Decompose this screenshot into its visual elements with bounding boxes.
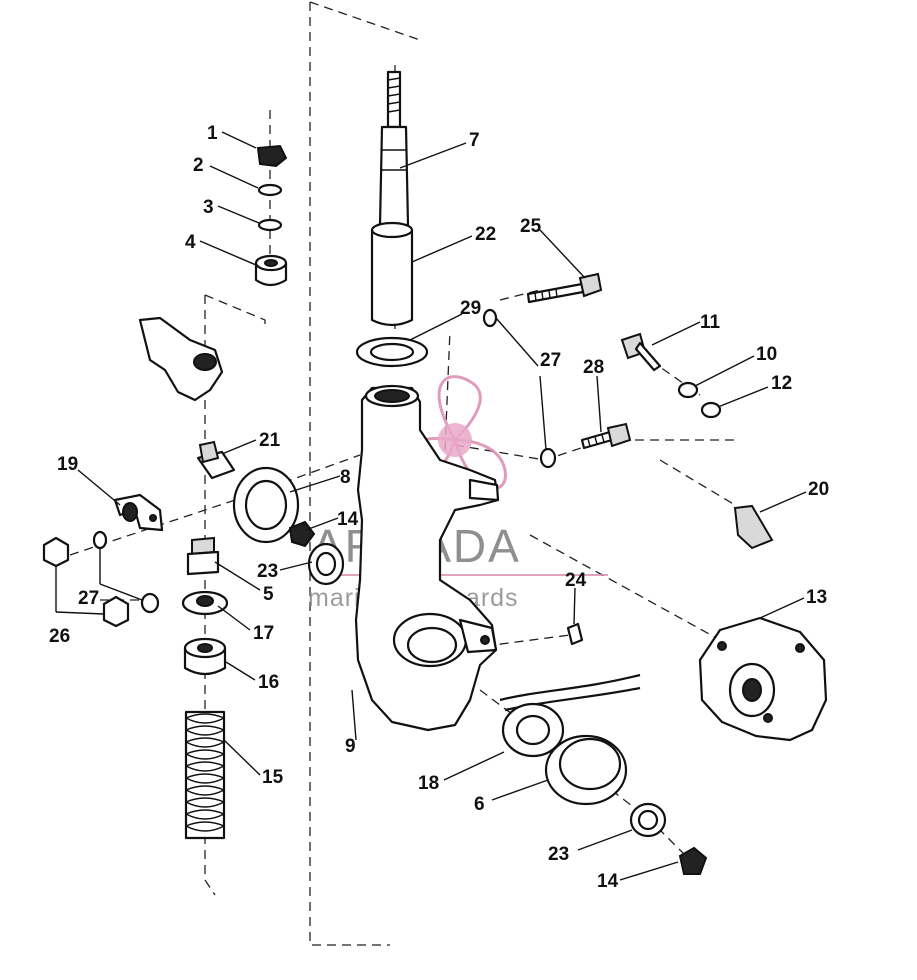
part-2-washer xyxy=(257,183,283,197)
callout-labels: 1 2 3 4 7 22 25 29 27 11 10 12 28 21 19 … xyxy=(49,123,829,892)
callout-1: 1 xyxy=(207,123,218,144)
part-4-bushing xyxy=(254,254,288,287)
callout-22: 22 xyxy=(475,224,496,245)
callout-8: 8 xyxy=(340,467,351,488)
callout-14-low: 14 xyxy=(597,871,619,892)
part-11-bolt xyxy=(620,332,662,372)
callout-4: 4 xyxy=(185,232,196,253)
part-27-washer-right xyxy=(539,447,557,469)
callout-21: 21 xyxy=(259,430,281,451)
callout-23-low: 23 xyxy=(548,844,569,865)
callout-5: 5 xyxy=(263,584,274,605)
callout-12: 12 xyxy=(771,373,792,394)
part-23-washer-low xyxy=(629,802,667,838)
part-29-washer xyxy=(482,308,498,328)
steering-bracket xyxy=(138,316,224,402)
callout-11: 11 xyxy=(700,312,721,333)
part-19-clamp xyxy=(113,493,164,532)
part-25-bolt xyxy=(526,272,603,304)
callout-15: 15 xyxy=(262,767,284,788)
part-26-nut-2 xyxy=(102,595,130,628)
part-13-pump-housing xyxy=(698,616,828,742)
callout-18: 18 xyxy=(418,773,439,794)
callout-19: 19 xyxy=(57,454,78,475)
part-12-washer xyxy=(700,401,722,419)
callout-23-mid: 23 xyxy=(257,561,278,582)
callout-13: 13 xyxy=(806,587,827,608)
part-15-spring xyxy=(184,710,226,840)
callout-29: 29 xyxy=(460,298,481,319)
part-9-gear-housing xyxy=(354,384,500,732)
callout-27-right: 27 xyxy=(540,350,561,371)
part-6-bearing-cup xyxy=(544,734,628,806)
callout-14-mid: 14 xyxy=(337,509,359,530)
part-20-plate xyxy=(733,504,774,550)
callout-26: 26 xyxy=(49,626,70,647)
part-18-ring xyxy=(501,702,565,758)
callout-9: 9 xyxy=(345,736,356,757)
part-21-fitting xyxy=(196,440,236,480)
part-24-screw xyxy=(566,622,584,646)
part-27-washer-2 xyxy=(140,592,160,614)
callout-20: 20 xyxy=(808,479,829,500)
callout-16: 16 xyxy=(258,672,279,693)
part-26-nut xyxy=(42,536,70,568)
callout-24: 24 xyxy=(565,570,587,591)
callout-17: 17 xyxy=(253,623,274,644)
part-28-bolt xyxy=(580,422,632,450)
throttle-cable xyxy=(499,673,641,712)
part-29-ring xyxy=(355,336,429,368)
part-14-nut-low xyxy=(678,846,708,875)
part-14-nut-mid xyxy=(288,520,316,548)
callout-6: 6 xyxy=(474,794,485,815)
callout-28: 28 xyxy=(583,357,604,378)
callout-25: 25 xyxy=(520,216,542,237)
leader-lines xyxy=(55,131,807,881)
part-16-bushing xyxy=(183,637,227,676)
callout-10: 10 xyxy=(756,344,777,365)
part-3-washer xyxy=(257,218,283,232)
part-7-drive-shaft xyxy=(378,70,410,227)
part-23-washer-mid xyxy=(307,542,345,586)
callout-2: 2 xyxy=(193,155,204,176)
part-1-nut xyxy=(256,144,288,168)
part-17-washer xyxy=(181,590,229,616)
callout-7: 7 xyxy=(469,130,480,151)
part-5-fitting xyxy=(186,536,220,576)
part-22-sleeve xyxy=(370,221,414,327)
part-10-washer xyxy=(677,381,699,399)
part-27-washer-left xyxy=(92,530,108,550)
callout-27-left: 27 xyxy=(78,588,99,609)
callout-3: 3 xyxy=(203,197,214,218)
part-8-seal xyxy=(232,466,300,544)
